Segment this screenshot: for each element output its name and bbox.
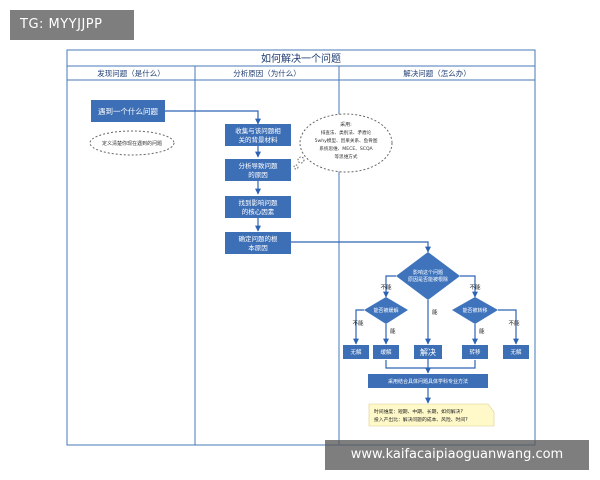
time-cost-note <box>368 403 495 427</box>
methods-note-line-2: 排查法、类别法、矛盾论 <box>321 129 372 136</box>
root-cause-box <box>225 232 291 254</box>
find-core-factors-label-1: 找到影响问题 <box>239 198 279 207</box>
analyze-causes-label-1: 分析导致问题 <box>239 161 279 170</box>
final-method-label: 采用结合具体问题具体学科专业方法 <box>388 378 468 385</box>
relieve-decision-diamond <box>364 297 408 324</box>
transfer-decision-label: 能否被转移 <box>462 307 487 314</box>
edge-label-cannot-left: 不能 <box>352 319 364 327</box>
result-solve-box <box>414 345 442 359</box>
connector-lines <box>165 110 519 404</box>
result-transfer-label: 转移 <box>469 348 481 356</box>
result-relieve-box <box>373 345 399 359</box>
edge-right-none <box>498 309 519 345</box>
start-problem-label: 遇到一个什么问题 <box>98 106 158 116</box>
methods-note-line-5: 等思维方式 <box>335 153 358 160</box>
edge-start-collect <box>165 110 261 125</box>
methods-note-line-3: 5why模型、因果关系、鱼骨图 <box>315 137 378 144</box>
analyze-causes-box <box>225 159 291 181</box>
result-relieve-label: 缓解 <box>380 348 392 356</box>
edge-label-cannot-main-left: 不能 <box>380 283 392 291</box>
column-header-what: 发现问题（是什么） <box>97 68 165 78</box>
transfer-decision-diamond <box>452 297 498 324</box>
analyze-causes-label-2: 的原因 <box>248 170 268 179</box>
edge-label-can-main: 能 <box>432 308 438 316</box>
final-method-box <box>368 374 488 388</box>
methods-note-line-4: 系统思维、MECE、SCQA <box>319 145 373 152</box>
result-no-solution-right-box <box>503 345 529 359</box>
diagram-title: 如何解决一个问题 <box>261 52 341 65</box>
root-cause-label-2: 本原因 <box>248 243 268 252</box>
collect-materials-box <box>225 124 291 146</box>
find-core-factors-box <box>225 196 291 218</box>
define-note-ellipse <box>89 130 175 156</box>
edge-label-can-right: 能 <box>479 327 485 335</box>
time-note-line-2: 投入产出比：解决问题的成本、风险、时间? <box>374 416 468 423</box>
collect-materials-label-2: 关的背景材料 <box>239 135 279 144</box>
result-no-solution-right-label: 无解 <box>510 348 522 356</box>
edge-root-main-decision <box>290 241 431 253</box>
edge-main-left <box>383 275 396 298</box>
start-problem-box <box>91 100 165 122</box>
relieve-decision-label: 能否被缓解 <box>373 307 398 314</box>
edge-label-cannot-right: 不能 <box>508 319 520 327</box>
define-note-label: 定义清楚你现在遇到的问题 <box>102 140 162 147</box>
edge-main-right <box>460 275 478 298</box>
watermark-bottom-right: www.kaifacaipiaoguanwang.com <box>325 440 589 470</box>
root-cause-label-1: 确定问题的根 <box>239 234 279 243</box>
column-header-why: 分析原因（为什么） <box>233 68 301 78</box>
column-header-how: 解决问题（怎么办） <box>403 68 471 78</box>
result-transfer-box <box>462 345 488 359</box>
methods-thought-bubble <box>293 113 393 173</box>
main-decision-label-1: 影响这个问题 <box>413 269 443 276</box>
result-no-solution-left-box <box>343 345 369 359</box>
main-decision-diamond <box>396 252 460 300</box>
edge-left-none <box>353 309 364 345</box>
result-solve-label: 解决 <box>420 347 436 357</box>
find-core-factors-label-2: 的核心因素 <box>242 207 275 216</box>
watermark-top-left: TG: MYYJJPP <box>10 10 134 40</box>
main-decision-label-2: 原因是否能被根除 <box>408 276 448 283</box>
edge-label-cannot-main-right: 不能 <box>469 283 481 291</box>
time-note-line-1: 时间维度：短期、中期、长期，如何解决? <box>374 408 463 415</box>
collect-materials-label-1: 收集与该问题相 <box>235 126 281 135</box>
result-no-solution-left-label: 无解 <box>350 348 362 356</box>
edge-label-can-left: 能 <box>390 327 396 335</box>
methods-note-line-1: 采用: <box>340 121 352 128</box>
